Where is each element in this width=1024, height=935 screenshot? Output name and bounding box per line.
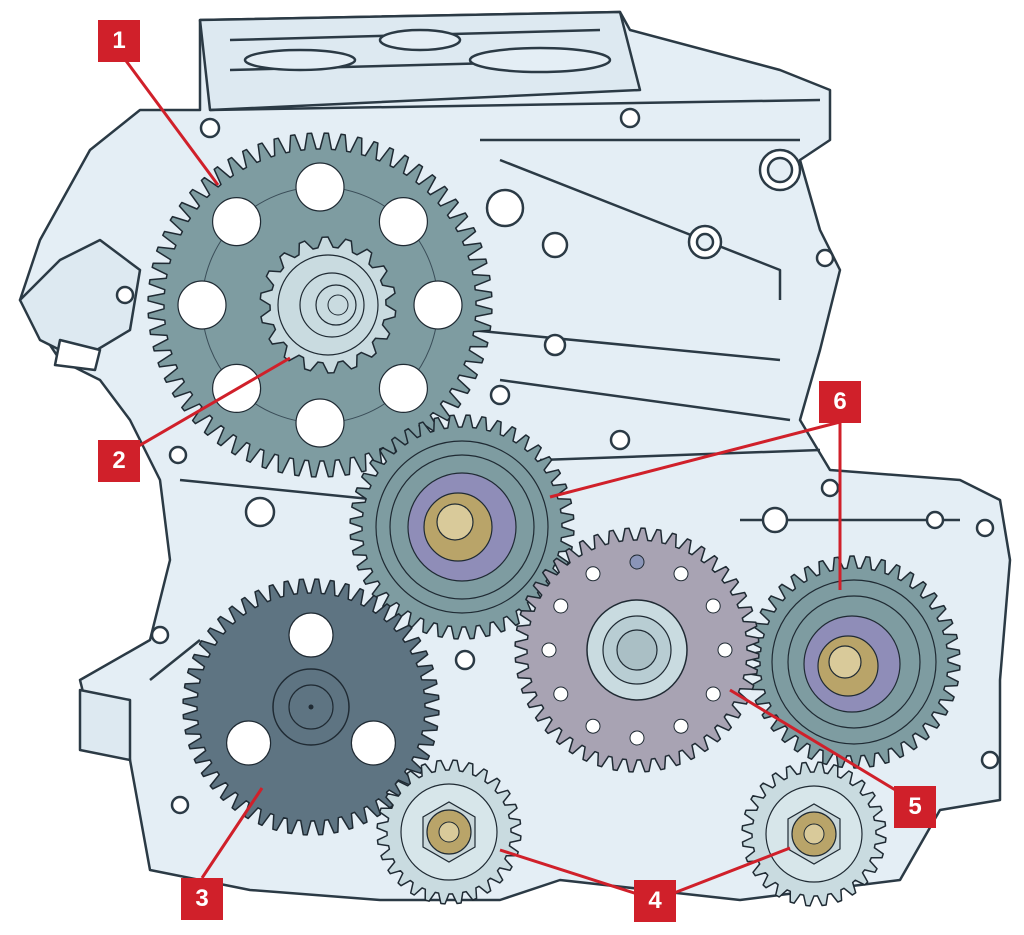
small-gear-right [741,761,887,907]
gear-train [147,132,961,907]
callout-5: 5 [894,786,936,828]
idler-gear-upper [349,414,575,640]
inner-sprocket [259,236,397,374]
callout-3-label: 3 [195,885,209,912]
callout-1-label: 1 [112,27,126,54]
callout-4: 4 [634,880,676,922]
callout-6: 6 [819,381,861,423]
crankshaft-gear [514,527,760,773]
leader-lines [116,49,913,902]
small-gear-left [376,759,522,905]
callout-3: 3 [181,878,223,920]
drive-gear-left [182,578,440,836]
idler-gear-right [747,555,961,769]
callout-2: 2 [98,440,140,482]
callout-1: 1 [98,20,140,62]
callout-5-label: 5 [908,793,922,820]
callout-6-label: 6 [833,388,847,415]
callout-4-label: 4 [648,887,662,914]
callout-2-label: 2 [112,447,126,474]
